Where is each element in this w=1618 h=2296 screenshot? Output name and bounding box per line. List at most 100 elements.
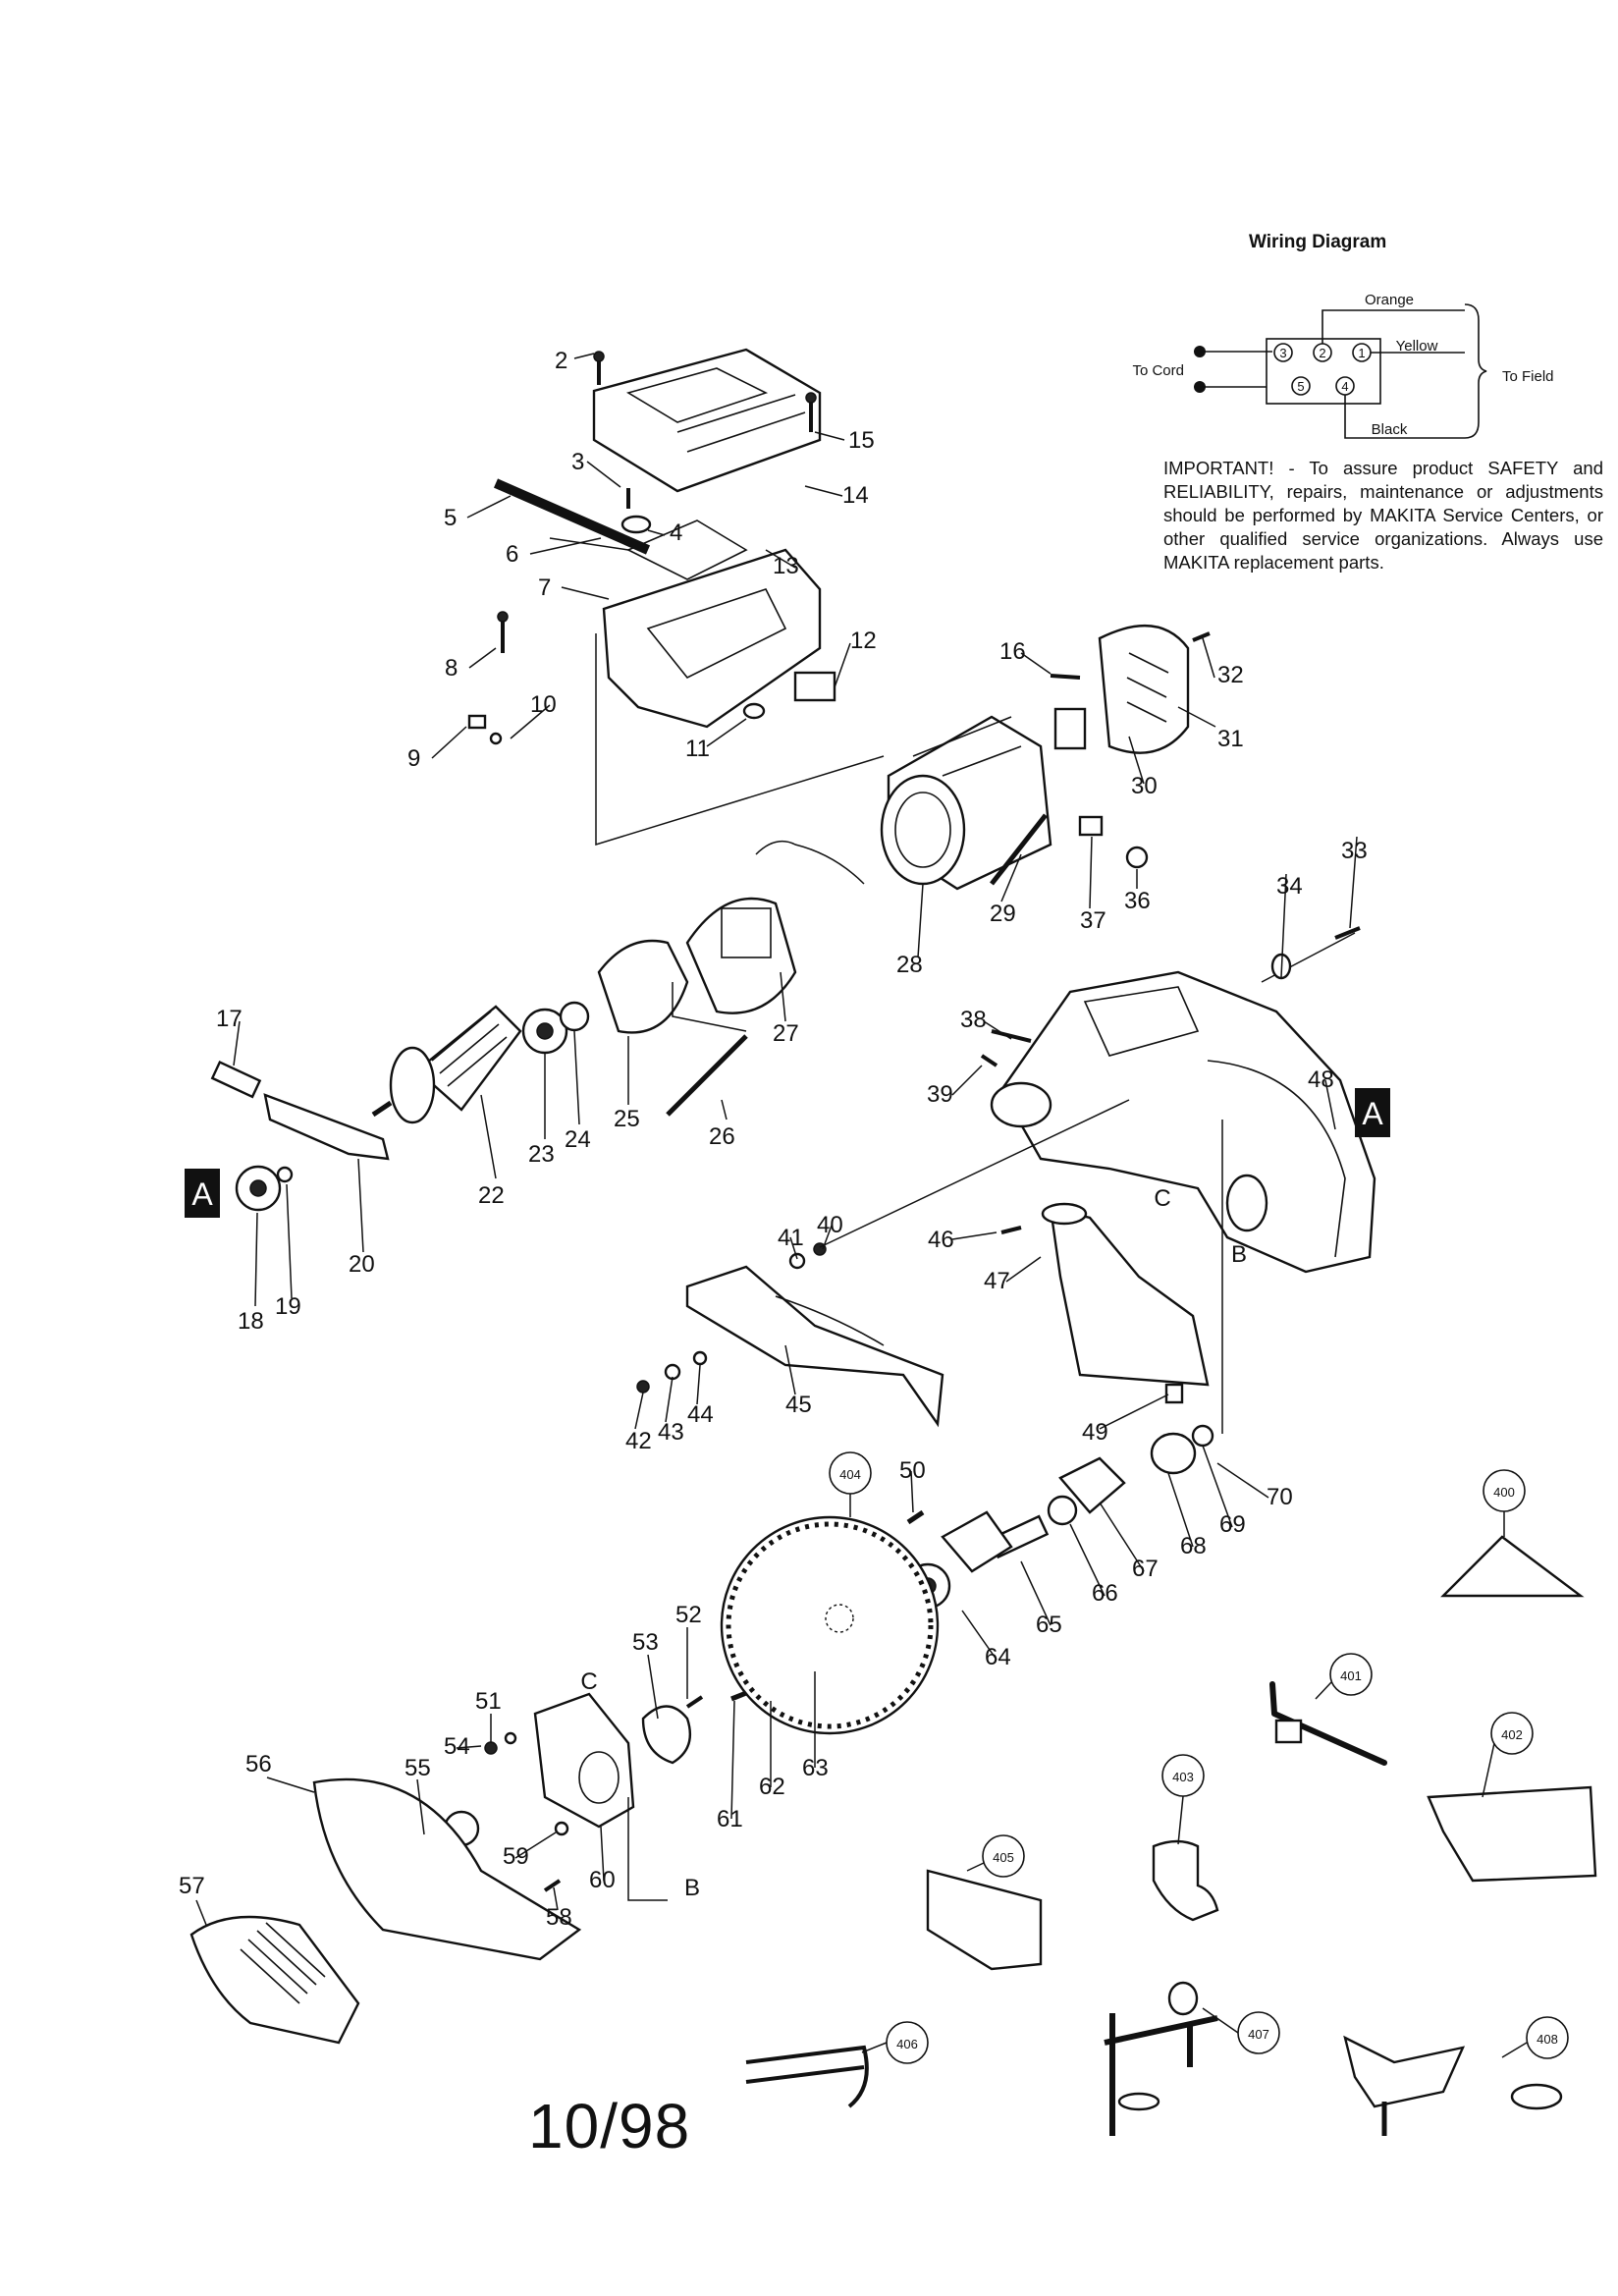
part-label: 56 bbox=[245, 1751, 272, 1777]
part-label: 48 bbox=[1308, 1066, 1334, 1093]
part-20-lock-lever bbox=[263, 1093, 390, 1161]
part-label: 46 bbox=[928, 1227, 954, 1253]
part-67-bearing bbox=[1047, 1495, 1078, 1526]
part-30-brush-holder bbox=[1053, 707, 1087, 750]
marker-a-right bbox=[1355, 1088, 1390, 1137]
part-53-plate bbox=[641, 1705, 692, 1765]
marker-c-lower: C bbox=[580, 1668, 597, 1695]
part-32-screw bbox=[1192, 631, 1211, 642]
part-label: 47 bbox=[984, 1268, 1010, 1294]
part-label: 19 bbox=[275, 1293, 301, 1320]
part-label: 29 bbox=[990, 901, 1016, 927]
part-39-pin bbox=[980, 1054, 998, 1067]
important-notice: IMPORTANT! - To assure product SAFETY an… bbox=[1163, 458, 1603, 573]
part-label: 51 bbox=[475, 1688, 502, 1715]
wire-black-label: Black bbox=[1372, 421, 1408, 438]
accessory-406-rod bbox=[745, 2045, 869, 2108]
part-19-ring bbox=[276, 1166, 294, 1183]
to-field-label: To Field bbox=[1502, 368, 1554, 385]
terminal-label: 2 bbox=[1319, 346, 1325, 360]
terminal bbox=[1273, 343, 1293, 362]
part-label: 59 bbox=[503, 1843, 529, 1870]
wire-orange-label: Orange bbox=[1365, 292, 1414, 308]
part-44-washer bbox=[692, 1350, 708, 1366]
part-label: 23 bbox=[528, 1141, 555, 1168]
part-label: 31 bbox=[1217, 726, 1244, 752]
part-label: 2 bbox=[555, 348, 567, 374]
part-label: 30 bbox=[1131, 773, 1158, 799]
part-22-armature bbox=[415, 1005, 522, 1112]
part-49-cap bbox=[1164, 1383, 1184, 1404]
accessory-408-holder bbox=[1343, 2035, 1466, 2108]
part-9-clamp bbox=[467, 714, 487, 730]
blade-guard-group bbox=[189, 1692, 704, 2045]
part-42-bolt bbox=[636, 1380, 650, 1394]
part-11-button bbox=[742, 702, 766, 720]
callout-404: 404 bbox=[839, 1467, 861, 1482]
part-label: 52 bbox=[675, 1602, 702, 1628]
marker-b-lower: B bbox=[684, 1875, 700, 1901]
marker-c-upper: C bbox=[1154, 1185, 1170, 1212]
part-37-brush bbox=[1078, 815, 1104, 837]
part-47-dust-chute bbox=[1049, 1206, 1210, 1387]
terminal-block bbox=[1266, 338, 1381, 405]
motor-group bbox=[210, 624, 1211, 1212]
part-41-washer bbox=[788, 1252, 806, 1270]
part-14-handle-cover bbox=[592, 348, 822, 493]
part-label: 49 bbox=[1082, 1419, 1108, 1446]
part-65-plate bbox=[941, 1510, 1013, 1573]
part-label: 37 bbox=[1080, 907, 1106, 934]
part-24-bearing bbox=[559, 1001, 590, 1032]
wire-yellow-label: Yellow bbox=[1396, 338, 1438, 355]
part-45-safety-cover-arm bbox=[685, 1265, 944, 1428]
part-label: 14 bbox=[842, 482, 869, 509]
part-label: 43 bbox=[658, 1419, 684, 1446]
part-label: 27 bbox=[773, 1020, 799, 1047]
callout-408: 408 bbox=[1537, 2032, 1558, 2047]
part-label: 58 bbox=[546, 1904, 572, 1931]
part-label: 20 bbox=[349, 1251, 375, 1278]
part-label: 24 bbox=[565, 1126, 591, 1153]
to-cord-label: To Cord bbox=[1132, 362, 1184, 379]
accessory-405-guide bbox=[926, 1869, 1043, 1971]
part-label: 11 bbox=[685, 736, 710, 762]
part-59-collar bbox=[554, 1821, 569, 1836]
part-label: 57 bbox=[179, 1873, 205, 1899]
part-label: 39 bbox=[927, 1081, 953, 1108]
part-26-screw bbox=[666, 1034, 748, 1117]
part-5-cord bbox=[493, 478, 651, 555]
terminal-label: 5 bbox=[1297, 379, 1304, 394]
part-label: 66 bbox=[1092, 1580, 1118, 1607]
gear-housing-group bbox=[636, 926, 1376, 1434]
part-70-bearing bbox=[1191, 1424, 1214, 1448]
callout-406: 406 bbox=[896, 2037, 918, 2051]
part-label: 5 bbox=[444, 505, 457, 531]
reference-markers: A A B B C C bbox=[185, 1088, 1390, 1901]
part-38-bolt bbox=[991, 1029, 1032, 1043]
part-7-handle-base bbox=[602, 548, 822, 729]
part-label: 8 bbox=[445, 655, 458, 682]
part-label: 44 bbox=[687, 1401, 714, 1428]
part-36-cap bbox=[1125, 846, 1149, 869]
callout-401: 401 bbox=[1340, 1668, 1362, 1683]
part-label: 18 bbox=[238, 1308, 264, 1335]
part-16-screw bbox=[1050, 674, 1081, 680]
part-69-gear bbox=[1150, 1432, 1197, 1475]
part-label: 9 bbox=[407, 745, 420, 772]
marker-a-left bbox=[185, 1169, 220, 1218]
part-label: 40 bbox=[817, 1212, 843, 1238]
part-label: 6 bbox=[506, 541, 518, 568]
accessory-402-dust-bag bbox=[1427, 1785, 1597, 1883]
part-51-bolt bbox=[484, 1741, 498, 1755]
part-label: 15 bbox=[848, 427, 875, 454]
part-46-screw bbox=[1000, 1226, 1022, 1234]
svg-text:A: A bbox=[1362, 1096, 1383, 1131]
part-50-bolt bbox=[906, 1509, 925, 1525]
part-label: 55 bbox=[404, 1755, 431, 1781]
terminal bbox=[1291, 376, 1311, 396]
part-label: 38 bbox=[960, 1007, 987, 1033]
terminal-label: 1 bbox=[1358, 346, 1365, 360]
part-43-washer bbox=[664, 1363, 681, 1381]
marker-b-upper: B bbox=[1231, 1241, 1247, 1268]
